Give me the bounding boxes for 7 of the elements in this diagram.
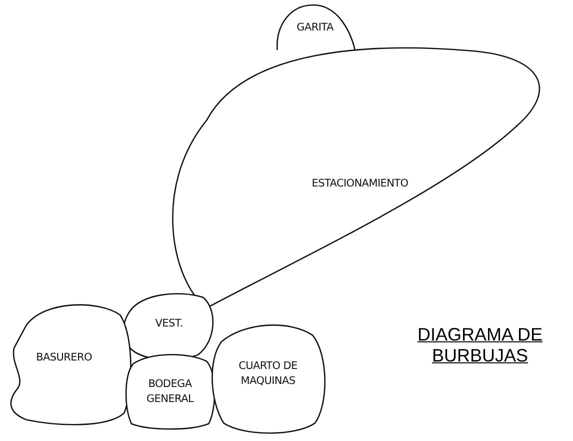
bubble-label: BASURERO: [35, 350, 93, 366]
bubble-label: GARITA: [296, 20, 334, 36]
bubble-label: BODEGA GENERAL: [145, 376, 195, 407]
bubble-label: ESTACIONAMIENTO: [310, 176, 410, 192]
diagram-title: DIAGRAMA DE BURBUJAS: [416, 324, 544, 366]
bubble-label: CUARTO DE MAQUINAS: [238, 358, 298, 389]
bubble-label: VEST.: [154, 316, 184, 332]
